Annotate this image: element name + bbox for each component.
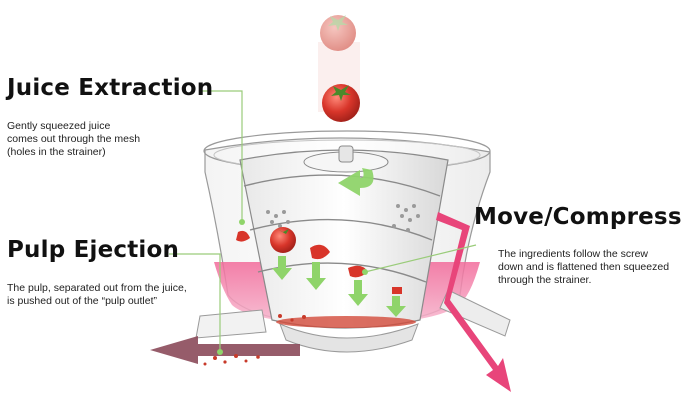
tomato-pieces — [236, 227, 402, 294]
description-line: The ingredients follow the screw — [498, 248, 648, 260]
pulp-ejection-description: The pulp, separated out from the juice, … — [7, 282, 187, 308]
tomato-icon — [322, 84, 360, 122]
compression-arrows — [272, 256, 406, 317]
falling-tomatoes — [318, 15, 360, 122]
pulp-flow-arrow — [150, 336, 300, 364]
rotation-arrow — [338, 168, 374, 196]
description-line: through the strainer. — [498, 274, 592, 286]
description-line: The pulp, separated out from the juice, — [7, 282, 187, 294]
pulp-particles — [203, 314, 306, 366]
move-compress-description: The ingredients follow the screw down an… — [498, 248, 669, 287]
move-compress-title: Move/Compress — [474, 204, 682, 230]
screw-strainer — [239, 145, 449, 329]
leader-lines — [169, 90, 477, 352]
pulp-ejection-title: Pulp Ejection — [7, 237, 180, 263]
juice-extraction-description: Gently squeezed juice comes out through … — [7, 120, 140, 159]
description-line: Gently squeezed juice — [7, 120, 111, 132]
leader-end-dot — [217, 349, 223, 355]
juice-extraction-title: Juice Extraction — [7, 75, 214, 101]
leader-end-dot — [362, 269, 368, 275]
description-line: comes out through the mesh — [7, 133, 141, 145]
tomato-faded-icon — [320, 15, 356, 51]
tomato-icon — [270, 227, 296, 253]
leader-end-dot — [239, 219, 245, 225]
description-line: is pushed out of the “pulp outlet” — [7, 295, 158, 307]
description-line: down and is flattened then squeezed — [498, 261, 670, 273]
juice-flow-arrow — [436, 212, 511, 392]
description-line: (holes in the strainer) — [7, 146, 106, 158]
